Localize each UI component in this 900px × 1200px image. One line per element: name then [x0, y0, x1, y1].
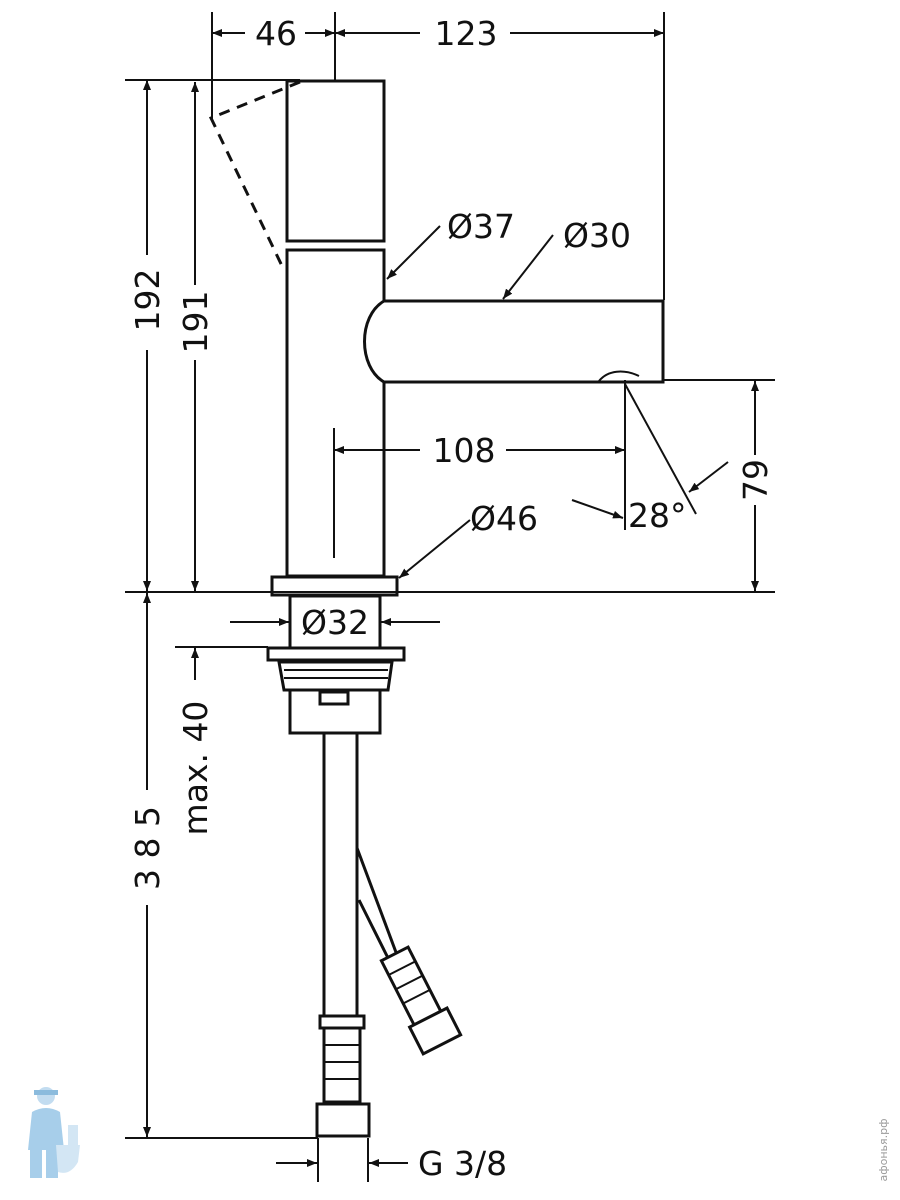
leader-37: [386, 225, 441, 280]
label-diameter-46: Ø46: [470, 499, 538, 538]
dim-28-arrow-right: [688, 461, 729, 493]
label-g38: G 3/8: [418, 1144, 507, 1183]
label-108: 108: [433, 431, 496, 470]
label-79: 79: [736, 459, 775, 501]
dimension-lines: [143, 29, 759, 1167]
label-46-top: 46: [255, 14, 297, 53]
leader-46: [398, 519, 471, 579]
watermark-vertical-text: афонья.рф: [877, 1118, 890, 1181]
faucet-body: [208, 79, 665, 1138]
label-385: 3 8 5: [128, 806, 167, 890]
label-28-degree: 28°: [628, 496, 687, 535]
label-max40: max. 40: [176, 701, 215, 836]
angled-hose-edge-1: [355, 847, 399, 956]
hose-crimp: [322, 1026, 362, 1104]
angle-28-ray: [624, 383, 697, 515]
label-123: 123: [435, 14, 498, 53]
leader-30: [502, 234, 554, 300]
label-diameter-32: Ø32: [301, 603, 369, 642]
reference-lines: [125, 12, 775, 1182]
angled-hose-edge-2: [357, 899, 392, 963]
spout: [363, 299, 665, 384]
fixing-screw: [318, 690, 350, 706]
dimension-labels: 46 123 192 191 3 8 5 max. 40 Ø37 Ø30 108…: [128, 14, 775, 1183]
plumber-with-toilet-icon: [28, 1087, 80, 1178]
label-191: 191: [176, 291, 215, 354]
angled-hose-crimp: [379, 945, 463, 1056]
mounting-nut: [277, 660, 394, 692]
threaded-shank: [288, 594, 382, 650]
faucet-column: [285, 248, 386, 578]
hose-ferrule: [318, 1014, 366, 1030]
spout-aerator: [598, 370, 640, 382]
g38-connector: [315, 1102, 371, 1138]
dim-28-arrow-left: [571, 499, 624, 519]
label-diameter-30: Ø30: [563, 216, 631, 255]
handle-lever: [285, 79, 386, 243]
mounting-plate: [266, 646, 406, 662]
label-diameter-37: Ø37: [447, 207, 515, 246]
label-192: 192: [128, 269, 167, 332]
